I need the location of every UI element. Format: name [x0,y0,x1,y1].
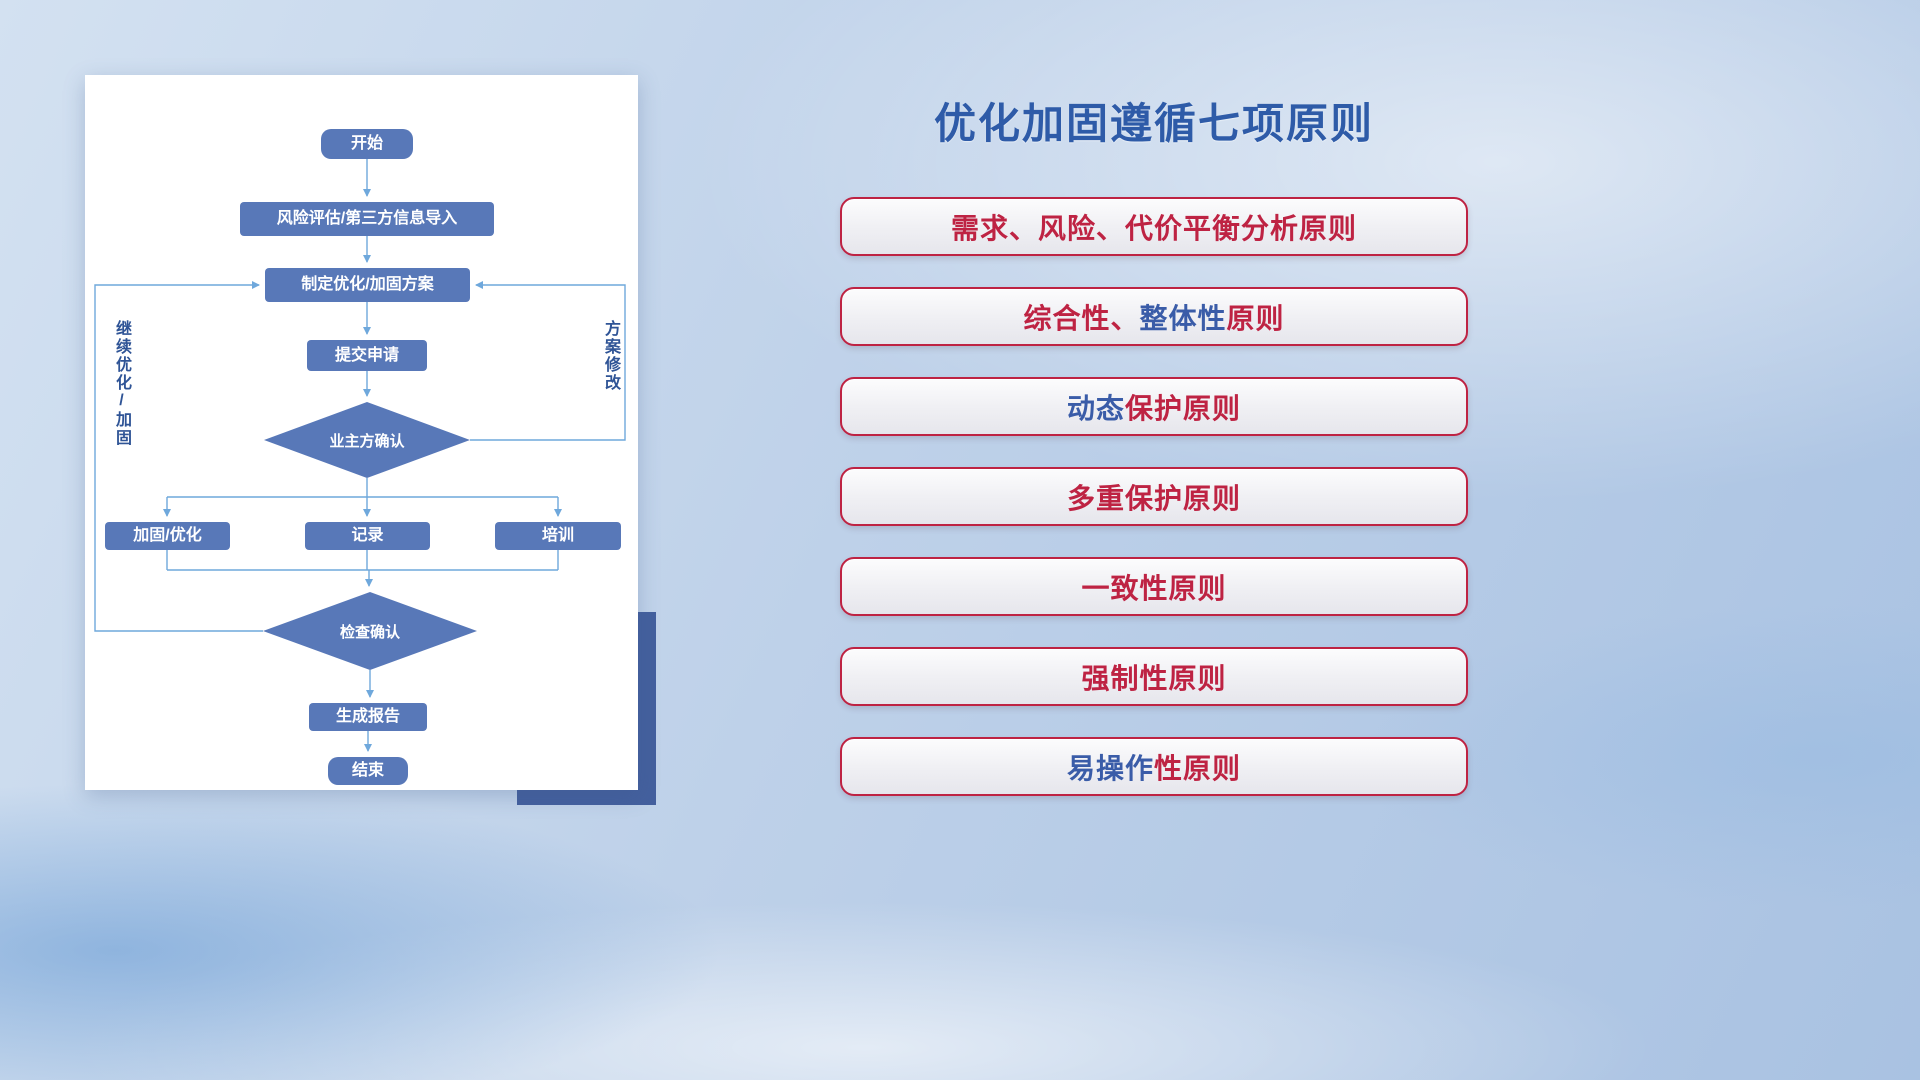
flow-node-training: 培训 [495,522,621,550]
principle-text-segment: 易操作 [1066,752,1154,784]
loop-label-continue-optimization: 继续优化/加固 [113,320,130,447]
flow-node-start: 开始 [321,129,413,159]
flowchart-card: 开始 风险评估/第三方信息导入 制定优化/加固方案 提交申请 业主方确认 加固/… [85,75,638,790]
flow-node-record: 记录 [305,522,430,550]
flow-node-make-plan: 制定优化/加固方案 [265,268,470,302]
flow-node-risk-assessment: 风险评估/第三方信息导入 [240,202,494,236]
principle-pill: 多重保护原则 [840,467,1468,526]
loop-label-plan-revision: 方案修改 [602,320,619,392]
principle-text-segment: 原则 [1226,302,1285,334]
principle-text-segment: 强制性原则 [1081,662,1227,694]
principle-pill: 需求、风险、代价平衡分析原则 [840,197,1468,256]
principle-pill: 强制性原则 [840,647,1468,706]
principle-text-segment: 整体性 [1139,302,1227,334]
principle-pill: 易操作性原则 [840,737,1468,796]
principle-text-segment: 综合性、 [1023,302,1140,334]
principle-pill: 一致性原则 [840,557,1468,616]
principle-text-segment: 保护原则 [1125,392,1242,424]
principle-text-segment: 多重保护原则 [1066,482,1241,514]
principle-text-segment: 动态 [1066,392,1125,424]
principles-list: 需求、风险、代价平衡分析原则综合性、整体性原则动态保护原则多重保护原则一致性原则… [840,197,1468,796]
principle-pill: 动态保护原则 [840,377,1468,436]
page-title: 优化加固遵循七项原则 [933,100,1374,147]
principle-text-segment: 一致性原则 [1081,572,1227,604]
flowchart-connectors [94,159,626,752]
flow-node-end: 结束 [328,757,408,785]
principle-text-segment: 需求、风险、代价平衡分析原则 [950,212,1357,244]
principle-pill: 综合性、整体性原则 [840,287,1468,346]
flow-node-generate-report: 生成报告 [309,703,427,731]
principle-text-segment: 性原则 [1154,752,1242,784]
flow-node-harden-optimize: 加固/优化 [105,522,230,550]
flow-node-submit-application: 提交申请 [307,340,427,371]
